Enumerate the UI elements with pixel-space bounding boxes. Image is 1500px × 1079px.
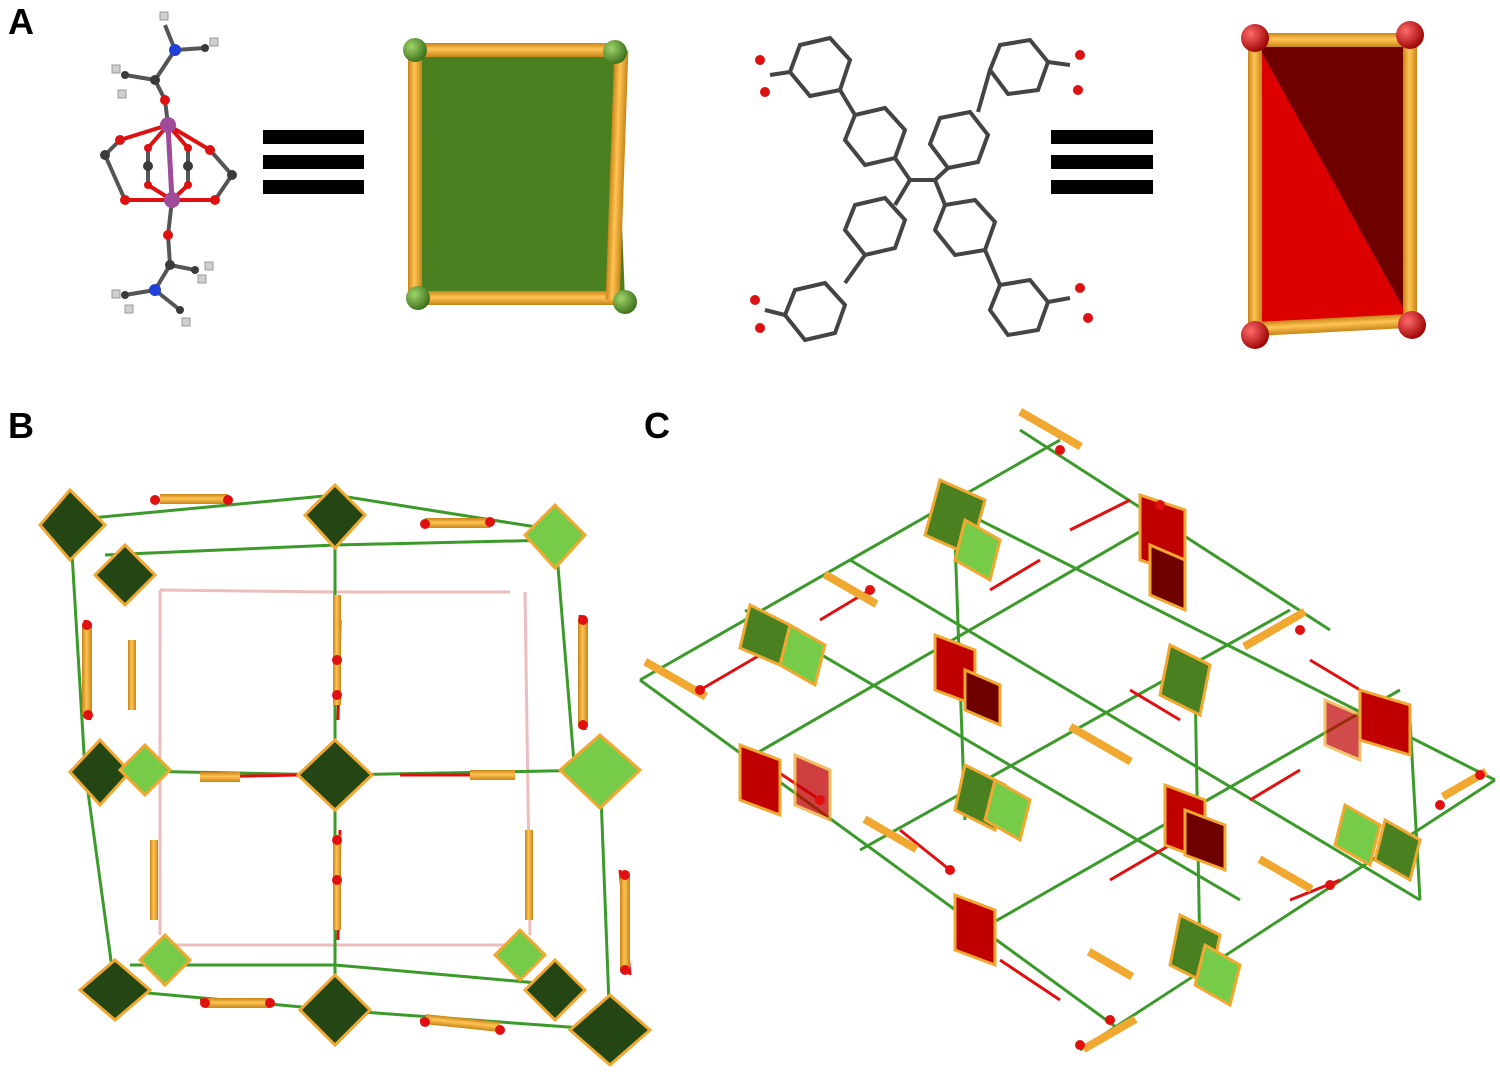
framework-net-c-icon — [639, 408, 1496, 1053]
tetracarboxylate-ligand-icon — [764, 35, 1071, 343]
panel-label-b: B — [8, 405, 34, 446]
framework-net-b-icon — [38, 482, 653, 1067]
rectangle-ligand-node-icon — [1241, 21, 1426, 349]
rectangle-sbu-icon — [403, 38, 637, 314]
panel-label-a: A — [8, 1, 34, 42]
equivalence-symbol-icon — [263, 130, 364, 194]
paddlewheel-molecule-icon — [100, 11, 237, 327]
equivalence-symbol-icon — [1051, 130, 1153, 194]
ligand-oxygen-atoms — [750, 50, 1093, 333]
panel-label-c: C — [644, 405, 670, 446]
